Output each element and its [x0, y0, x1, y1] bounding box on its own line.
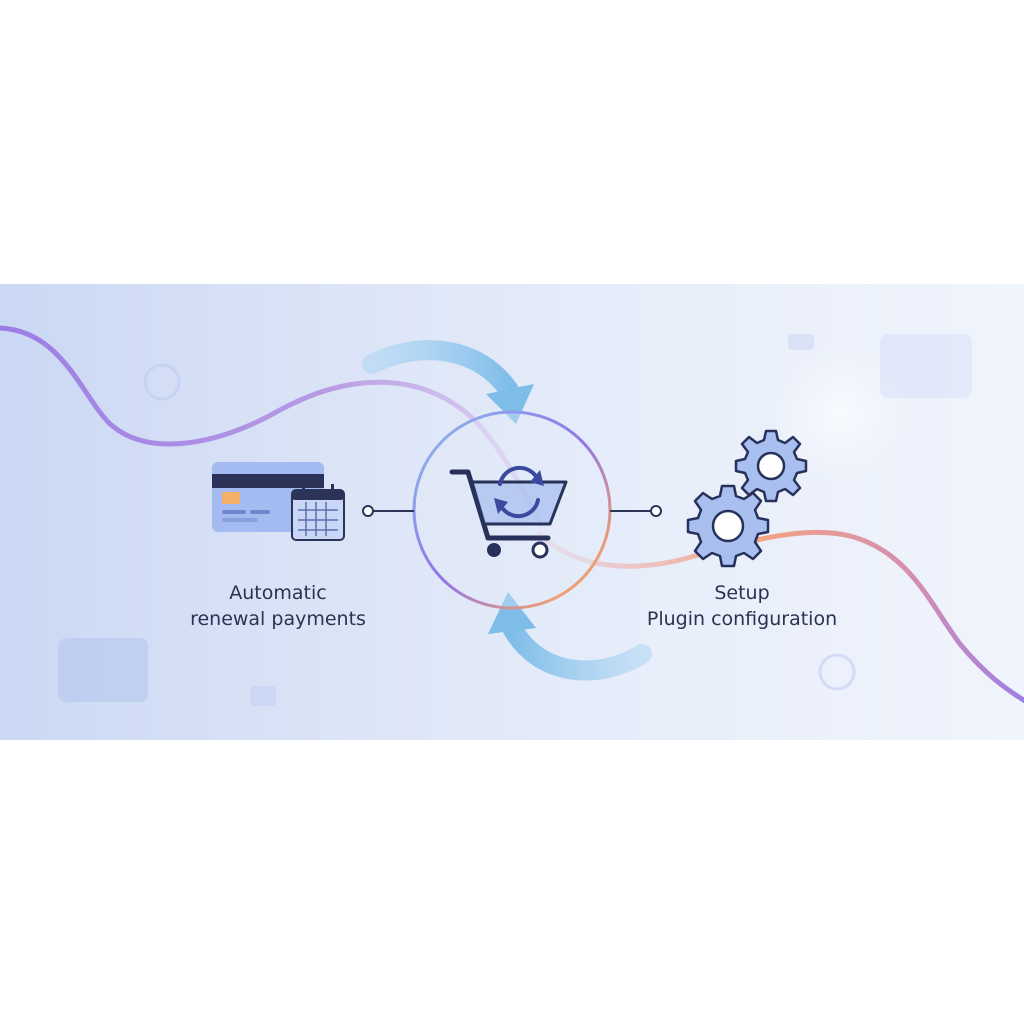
- label-left-line2: renewal payments: [190, 608, 366, 630]
- refresh-icon: [494, 465, 544, 519]
- glow-spot: [770, 344, 910, 484]
- decor-dot: [48, 520, 68, 540]
- decor-square: [788, 334, 814, 350]
- arrow-bottom-head: [488, 592, 536, 634]
- decor-ring: [818, 653, 856, 691]
- gear-icon: [734, 429, 808, 503]
- arrow-top: [362, 340, 520, 402]
- decor-square: [58, 638, 148, 702]
- setup-plugin-label: Setup Plugin configuration: [612, 580, 872, 632]
- renewal-flow-diagram: Automatic renewal payments Setup Plugin …: [0, 284, 1024, 740]
- label-left-line1: Automatic: [229, 582, 327, 604]
- arrow-top-head: [486, 384, 534, 424]
- decor-ring: [143, 363, 181, 401]
- decor-square: [250, 686, 276, 706]
- arrow-bottom: [502, 618, 652, 681]
- diagram-canvas: [0, 325, 1024, 706]
- connector-right-dot: [650, 505, 662, 517]
- wave-right: [537, 529, 1024, 704]
- wave-left: [0, 325, 543, 527]
- calendar-icon: [291, 484, 345, 541]
- label-right-line2: Plugin configuration: [646, 608, 838, 630]
- automatic-renewal-label: Automatic renewal payments: [168, 580, 388, 632]
- label-right-line1: Setup: [714, 582, 770, 604]
- decor-square: [880, 334, 972, 398]
- gear-icon: [686, 484, 770, 568]
- connector-left-dot: [362, 505, 374, 517]
